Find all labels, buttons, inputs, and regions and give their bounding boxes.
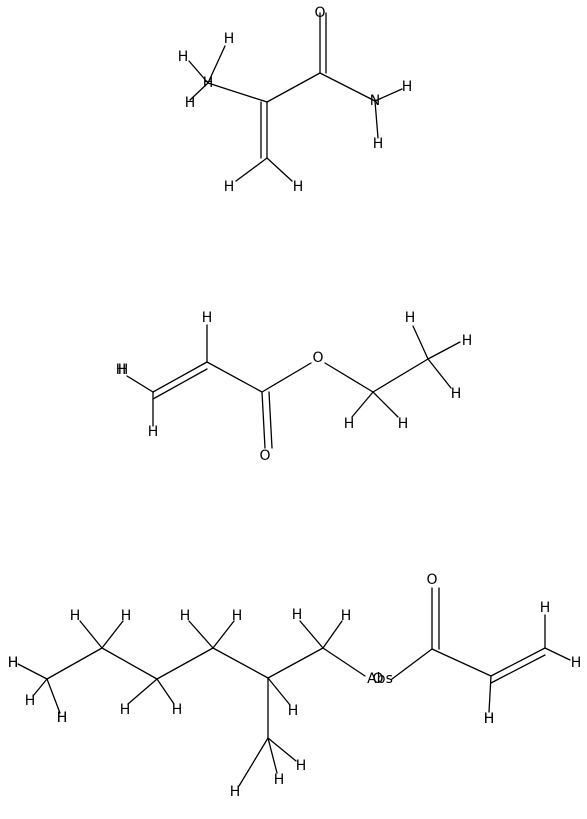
oxygen-atom-label: O [426, 572, 437, 588]
bond-line [544, 647, 571, 661]
bond-line [238, 737, 269, 787]
hydrogen-atom-label: H [293, 179, 304, 195]
hydrogen-atom-label: H [402, 79, 413, 95]
bond-line [299, 620, 324, 649]
bond-line [46, 678, 61, 714]
hydrogen-atom-label: H [274, 772, 285, 788]
bond-layer [17, 12, 571, 787]
bond-line [101, 620, 124, 649]
hydrogen-atom-label: H [288, 703, 299, 719]
double-bond-line [490, 654, 546, 684]
bond-line [266, 157, 293, 182]
oxygen-atom-label: O [312, 350, 323, 366]
bond-line [156, 678, 175, 705]
bond-line [212, 647, 269, 679]
oxygen-atom-label: O [314, 5, 325, 21]
bond-line [431, 648, 492, 677]
hydrogen-atom-label: H [185, 95, 196, 111]
bond-line [46, 647, 103, 680]
hydrogen-atom-label: H [296, 758, 307, 774]
hydrogen-atom-label: H [121, 608, 132, 624]
bond-line [391, 648, 433, 680]
hydrogen-atom-label: H [148, 424, 159, 440]
bond-line [261, 391, 266, 449]
bond-line [101, 647, 158, 680]
abs-stereo-label: Abs [367, 671, 393, 687]
hydrogen-atom-label: H [172, 702, 183, 718]
bond-line [351, 391, 374, 418]
bond-line [266, 72, 321, 103]
hydrogen-atom-label: H [224, 179, 235, 195]
bond-line [261, 362, 312, 393]
bond-line [412, 325, 429, 360]
bond-line [319, 72, 376, 102]
nitrogen-atom-label: N [370, 93, 380, 109]
hydrogen-atom-label: H [180, 608, 191, 624]
hydrogen-atom-label: H [178, 49, 189, 65]
bond-line [427, 358, 452, 389]
bond-line [17, 663, 48, 680]
bond-line [488, 675, 492, 713]
hydrogen-atom-label: H [540, 600, 551, 616]
bond-line [267, 647, 324, 679]
bond-line [372, 358, 429, 393]
hydrogen-atom-label: H [292, 607, 303, 623]
oxygen-atom-label: O [372, 671, 383, 687]
hydrogen-atom-label: H [116, 362, 127, 378]
bond-line [126, 375, 154, 393]
hydrogen-atom-label: H [8, 655, 19, 671]
hydrogen-atom-label: H [57, 710, 68, 726]
bond-line [212, 620, 235, 649]
hydrogen-atom-label: H [25, 693, 36, 709]
hydrogen-atom-label: H [8, 655, 19, 671]
hydrogen-atom-label: H [344, 416, 355, 432]
oxygen-atom-label: O [259, 448, 270, 464]
bond-line [206, 361, 263, 393]
bond-line [490, 647, 546, 677]
hydrogen-atom-label: H [70, 608, 81, 624]
bond-line [79, 620, 103, 649]
hydrogen-atom-label: H [120, 702, 131, 718]
hydrogen-atom-label: H [203, 75, 214, 91]
bond-line [374, 100, 379, 139]
bond-line [324, 362, 374, 393]
bond-line [152, 361, 208, 393]
bond-line [32, 678, 48, 697]
bond-line [267, 737, 297, 762]
bond-line [188, 60, 209, 84]
hydrogen-atom-label: H [232, 608, 243, 624]
hydrogen-atom-label: H [571, 655, 582, 671]
bond-line [207, 82, 268, 103]
hydrogen-atom-label: H [118, 362, 129, 378]
hydrogen-atom-label: H [224, 31, 235, 47]
bond-line [127, 678, 158, 705]
hydrogen-atom-label: H [451, 386, 462, 402]
bond-line [267, 677, 291, 706]
hydrogen-atom-label: H [230, 784, 241, 800]
hydrogen-atom-label: H [462, 333, 473, 349]
bond-line [427, 341, 461, 360]
hydrogen-atom-label: H [484, 711, 495, 727]
hydrogen-atom-label: H [405, 310, 416, 326]
bond-line [207, 45, 226, 84]
bond-line [322, 647, 366, 677]
bond-line [322, 620, 343, 649]
bond-line [188, 620, 214, 649]
hydrogen-atom-label: H [341, 608, 352, 624]
hydrogen-atom-label: H [373, 136, 384, 152]
bond-line [372, 391, 399, 418]
bond-line [189, 82, 209, 101]
hydrogen-atom-label: H [57, 710, 68, 726]
double-bond-line [152, 368, 208, 400]
bond-line [156, 647, 214, 680]
bond-line [267, 737, 278, 774]
hydrogen-atom-label: H [202, 310, 213, 326]
hydrogen-atom-label: H [398, 416, 409, 432]
hydrogen-atom-label: H [484, 711, 495, 727]
bond-line [374, 88, 403, 102]
bond-line [235, 157, 268, 182]
double-bond-line [268, 391, 273, 449]
